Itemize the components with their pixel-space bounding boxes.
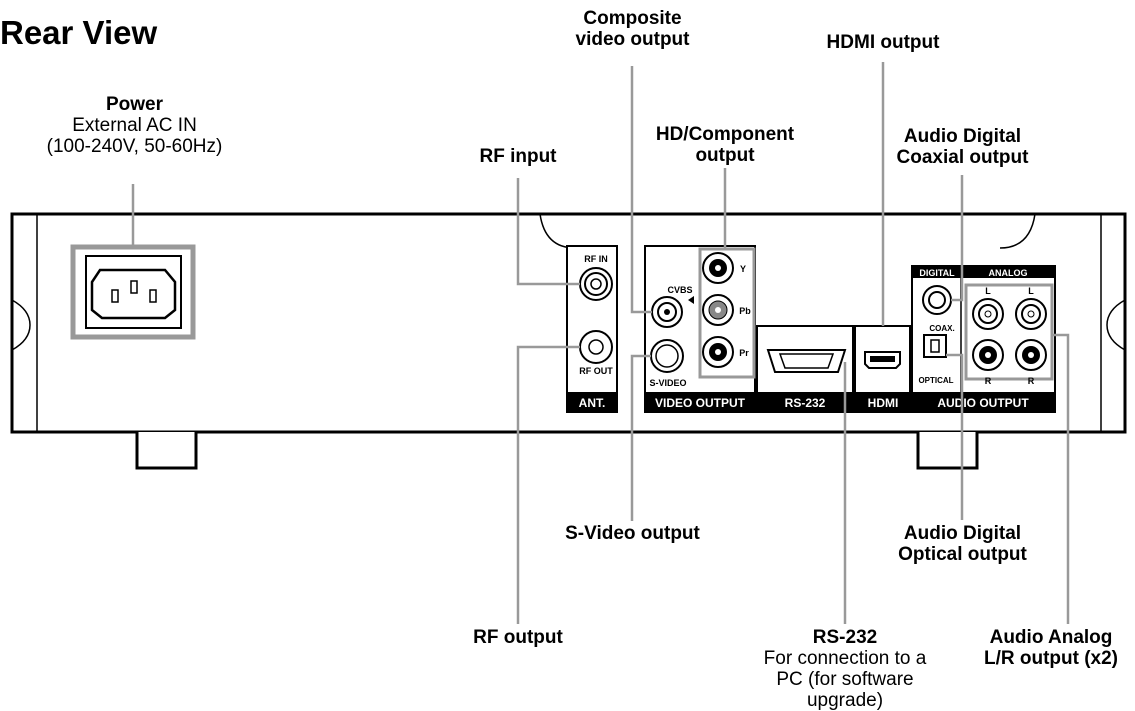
callout-rs232-line3: upgrade): [806, 690, 884, 711]
callout-audio-coax-line1: Audio Digital: [903, 126, 1022, 147]
power-inlet: [70, 244, 196, 340]
callout-audio-coax: Audio Digital Coaxial output: [885, 126, 1040, 168]
leader-lines: [131, 62, 1070, 624]
label-rs232: RS-232: [785, 396, 826, 410]
leader-composite: [630, 66, 652, 314]
callout-audio-optical-line1: Audio Digital: [903, 523, 1022, 544]
callout-rf-output-title: RF output: [473, 627, 563, 648]
rs232-block: [756, 325, 854, 413]
label-cvbs: CVBS: [667, 285, 692, 295]
callout-rs232: RS-232 For connection to a PC (for softw…: [757, 627, 933, 711]
callout-hdmi: HDMI output: [808, 32, 958, 53]
label-rf-out: RF OUT: [579, 366, 613, 376]
label-rf-in: RF IN: [584, 254, 608, 264]
label-hdmi-logo: HDMI: [868, 396, 899, 410]
label-optical: OPTICAL: [918, 376, 953, 385]
hdmi-block: [854, 325, 911, 413]
leader-rf-input: [516, 178, 580, 286]
label-coax: COAX.: [929, 324, 954, 333]
label-audio-output: AUDIO OUTPUT: [937, 396, 1029, 410]
label-y: Y: [740, 264, 746, 274]
callout-rf-input: RF input: [460, 146, 576, 167]
callout-audio-optical-line2: Optical output: [898, 544, 1027, 565]
callout-hd-component: HD/Component output: [645, 124, 805, 166]
callout-power-title: Power: [105, 94, 164, 115]
callout-composite-line2: video output: [575, 29, 690, 50]
callout-audio-optical: Audio Digital Optical output: [885, 523, 1040, 565]
leader-audio-optical: [946, 353, 964, 520]
callout-power-line1: External AC IN: [72, 115, 197, 136]
callout-rs232-line2: PC (for software: [776, 669, 914, 690]
callout-svideo: S-Video output: [555, 523, 710, 544]
label-r-1: R: [985, 376, 992, 386]
leader-rf-output: [516, 345, 580, 624]
callout-rf-output: RF output: [458, 627, 578, 648]
callout-hd-component-line1: HD/Component: [655, 124, 795, 145]
page-title: Rear View: [0, 14, 158, 51]
callout-rs232-line1: For connection to a: [763, 648, 927, 669]
callout-hdmi-title: HDMI output: [826, 32, 940, 53]
audio-output-block: [911, 265, 1056, 413]
callout-rs232-title: RS-232: [812, 627, 878, 648]
label-l-1: L: [985, 286, 991, 296]
leader-svideo: [630, 354, 651, 521]
panel-text: RF IN RF OUT ANT. CVBS S-VIDEO VIDEO OUT…: [579, 254, 1035, 410]
label-digital: DIGITAL: [919, 268, 955, 278]
callout-audio-coax-line2: Coaxial output: [896, 147, 1029, 168]
callout-hd-component-line2: output: [695, 145, 755, 166]
label-l-2: L: [1028, 286, 1034, 296]
callout-audio-analog-line2: L/R output (x2): [983, 648, 1119, 669]
leader-audio-coax: [951, 175, 964, 302]
callout-composite-line1: Composite: [583, 8, 682, 29]
label-svideo: S-VIDEO: [649, 378, 686, 388]
label-ant: ANT.: [579, 396, 606, 410]
label-video-output: VIDEO OUTPUT: [655, 396, 746, 410]
leader-audio-analog: [1052, 333, 1070, 624]
label-pb: Pb: [739, 306, 751, 316]
label-r-2: R: [1028, 376, 1035, 386]
callout-power-line2: (100-240V, 50-60Hz): [46, 136, 223, 157]
callout-audio-analog-line1: Audio Analog: [989, 627, 1113, 648]
callout-svideo-title: S-Video output: [565, 523, 700, 544]
callout-audio-analog: Audio Analog L/R output (x2): [972, 627, 1130, 669]
label-analog: ANALOG: [989, 268, 1028, 278]
ant-block: [566, 245, 618, 413]
callout-rf-input-title: RF input: [479, 146, 557, 167]
label-pr: Pr: [739, 348, 749, 358]
video-output-block: [644, 245, 756, 413]
callout-composite: Composite video output: [560, 8, 705, 50]
callout-power: Power External AC IN (100-240V, 50-60Hz): [42, 94, 227, 157]
